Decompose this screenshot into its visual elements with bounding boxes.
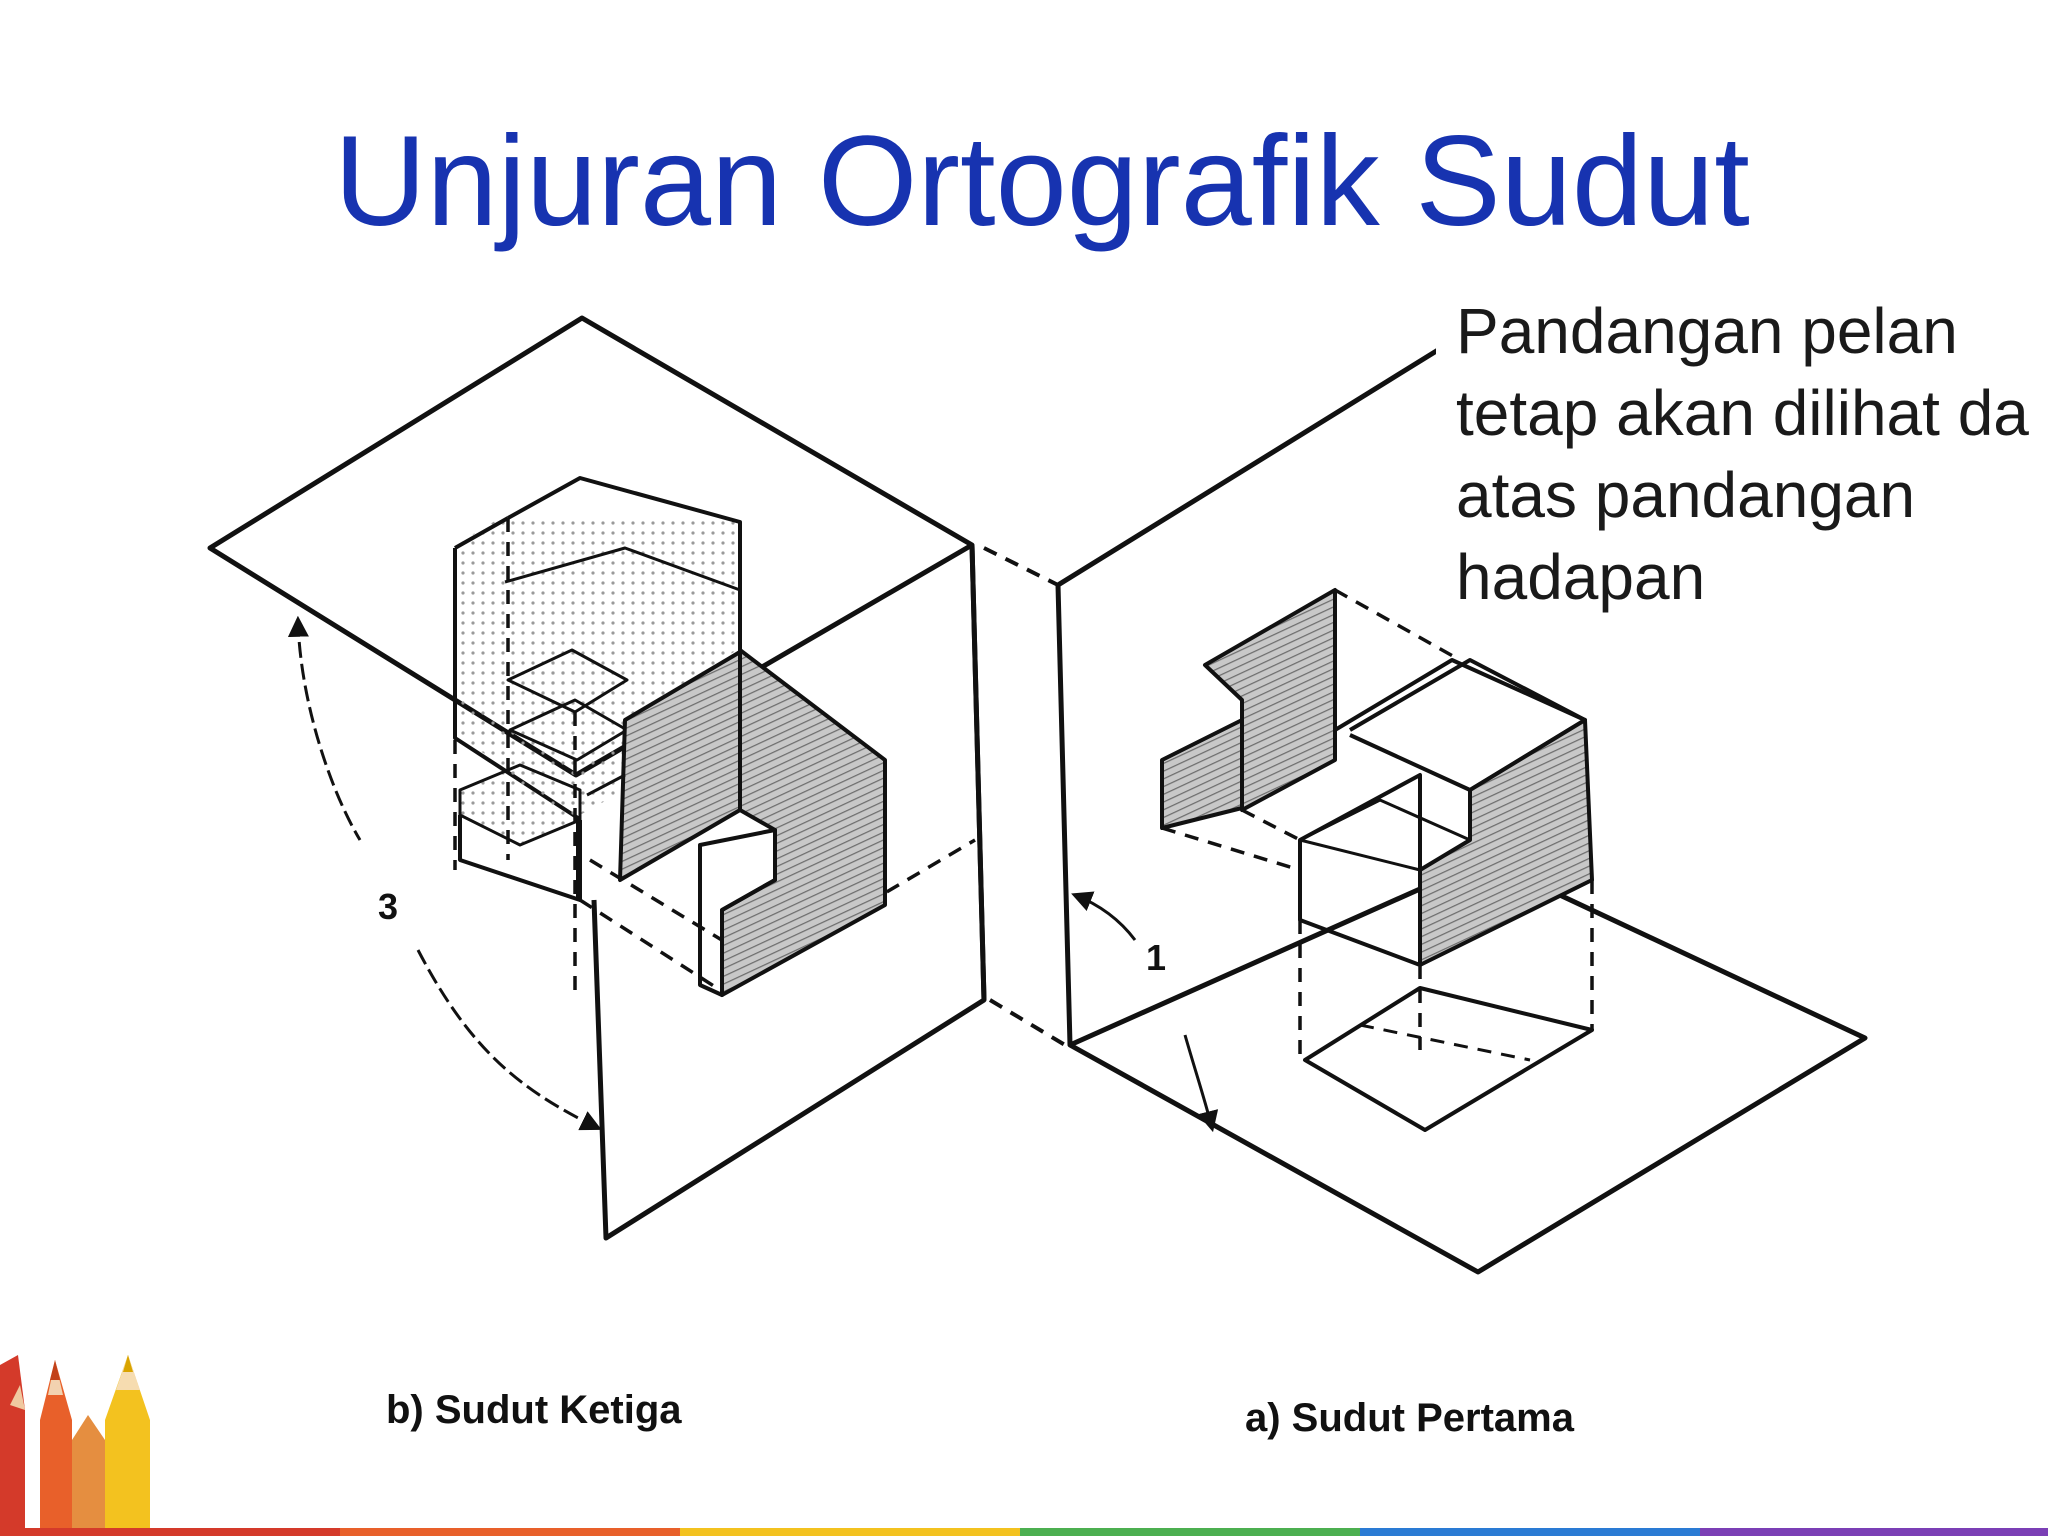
front-view-projection <box>586 648 887 997</box>
first-angle-hidden-lines <box>1161 588 1594 1060</box>
rotation-label-third: 3 <box>370 885 407 929</box>
callout-line: Pandangan pelan <box>1456 295 1958 367</box>
plan-view-first <box>1303 986 1594 1132</box>
footer-color-bar <box>0 1528 2048 1536</box>
callout-line: tetap akan dilihat da <box>1456 377 2029 449</box>
callout-text: Pandangan pelan tetap akan dilihat da at… <box>1436 290 2048 620</box>
colored-pencils-icon <box>0 1355 150 1536</box>
horizontal-plane-first <box>1067 857 1868 1275</box>
third-angle-diagram <box>207 315 987 1241</box>
callout-line: hadapan <box>1456 541 1706 613</box>
plane-link-bottom <box>988 998 1067 1047</box>
plane-link-top <box>983 546 1059 587</box>
caption-first-angle: a) Sudut Pertama <box>1245 1396 1574 1440</box>
callout-line: atas pandangan <box>1456 459 1916 531</box>
caption-third-angle: b) Sudut Ketiga <box>386 1388 682 1432</box>
first-angle-diagram <box>1055 347 1868 1275</box>
vertical-plane-first <box>1055 347 1440 1046</box>
rotation-label-first: 1 <box>1138 936 1175 980</box>
rotation-arrow-1 <box>1071 891 1137 941</box>
rotation-arrow-3 <box>287 615 362 841</box>
slide-title: Unjuran Ortografik Sudut <box>334 110 1750 253</box>
